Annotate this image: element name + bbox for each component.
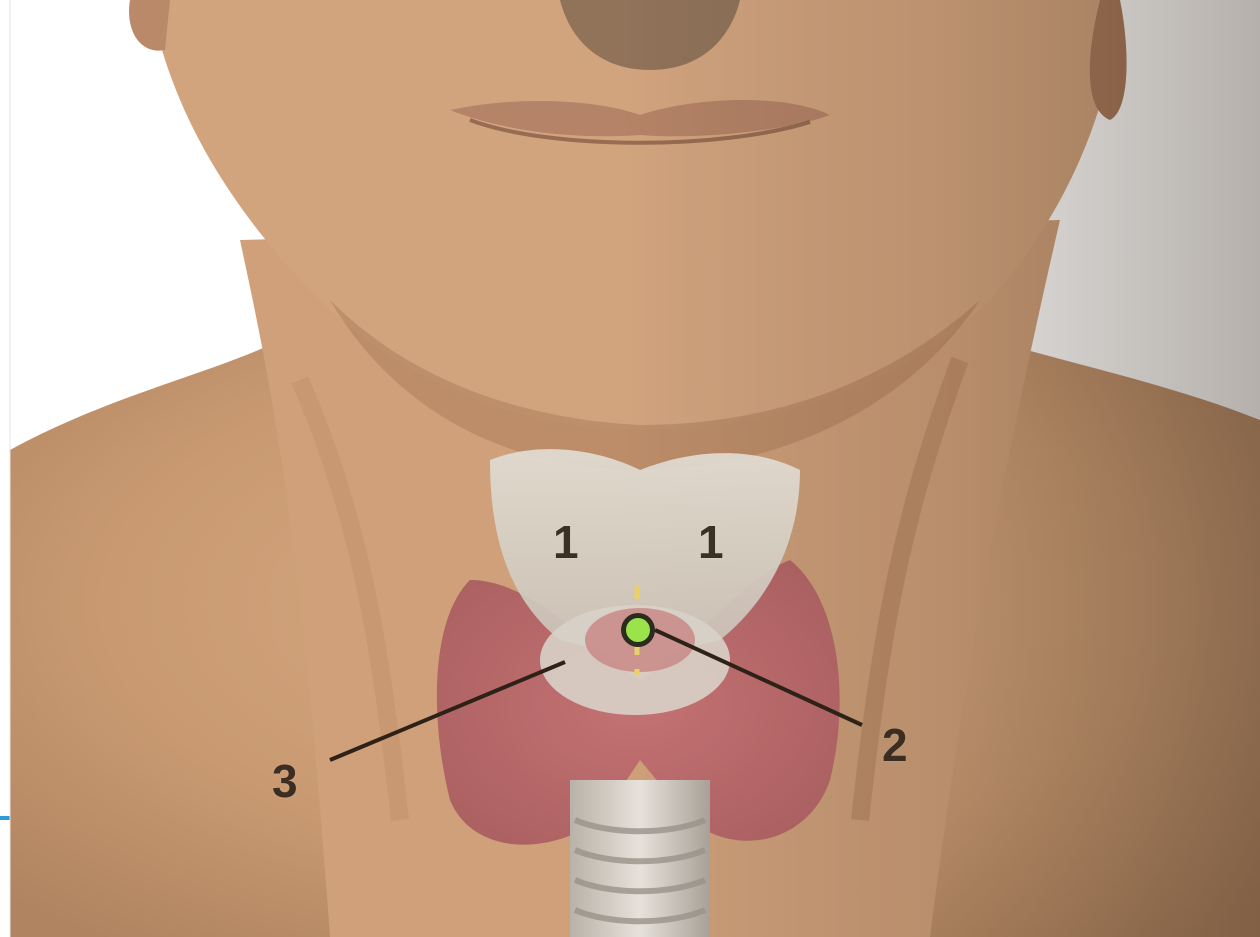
label-cricothyroid-membrane: 2	[882, 722, 908, 768]
marker-dot	[626, 618, 650, 642]
label-thyroid-cartilage-left: 1	[553, 519, 579, 565]
label-thyroid-cartilage-right: 1	[698, 519, 724, 565]
label-cricoid-cartilage: 3	[272, 758, 298, 804]
